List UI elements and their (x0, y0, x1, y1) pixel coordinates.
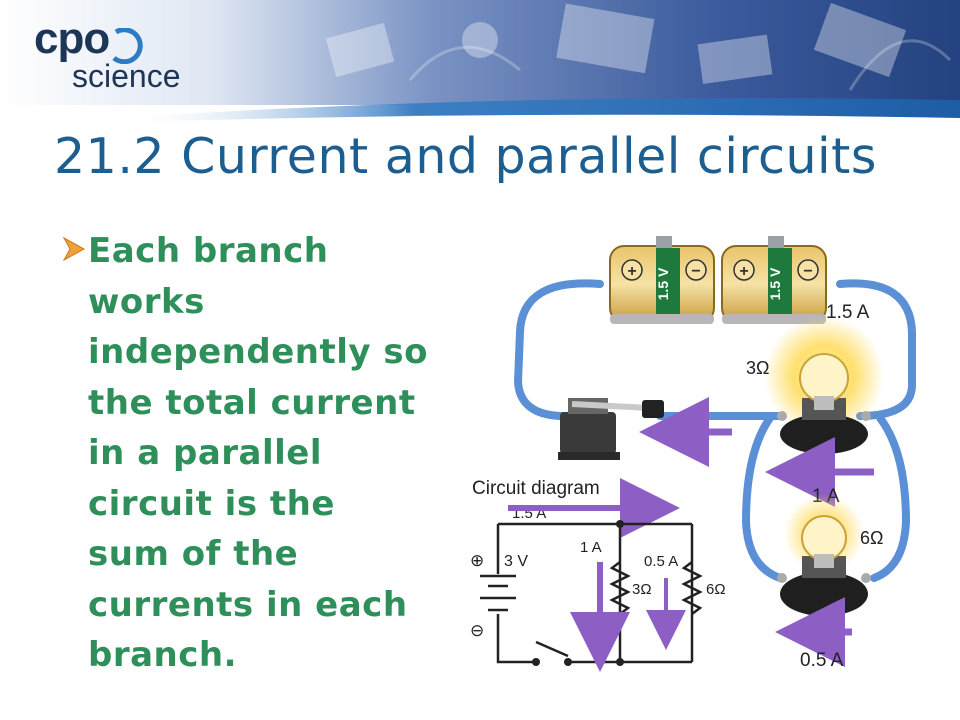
slide-title: 21.2 Current and parallel circuits (54, 128, 877, 185)
bulb-top-resistance: 3Ω (746, 358, 769, 378)
schematic-voltage: 3 V (504, 553, 528, 570)
bullet-text: Each branch works independently so the t… (88, 231, 428, 675)
logo-sub-text: science (72, 58, 181, 94)
circuit-illustration: 1.5 V + − 1.5 V + − 1.5 A (470, 236, 916, 672)
schematic-branch1-current: 1 A (580, 539, 602, 556)
battery-1-minus: − (691, 263, 700, 280)
schematic-plus-icon: ⊕ (470, 551, 484, 570)
schematic-resistor-6ohm (681, 561, 703, 615)
circuit-schematic: Circuit diagram 1.5 A ⊕ ⊖ 3 V (470, 478, 726, 672)
header-banner: cpo science (0, 0, 960, 125)
bulb-top (764, 316, 884, 454)
battery-2-plus: + (739, 263, 748, 280)
battery-1-plus: + (627, 263, 636, 280)
battery-2-minus: − (803, 263, 812, 280)
banner-graphic (0, 0, 960, 125)
cpo-science-logo: cpo science (30, 14, 230, 94)
circuit-figure: 1.5 V + − 1.5 V + − 1.5 A (460, 222, 940, 692)
bulb-bottom-resistance: 6Ω (860, 528, 883, 548)
logo-arc-icon (112, 28, 143, 64)
battery-1-voltage: 1.5 V (655, 267, 671, 300)
bullet-arrow-icon (62, 236, 86, 262)
schematic-resistor-3ohm (609, 561, 631, 615)
logo-brand-text: cpo (34, 14, 110, 63)
battery-2: 1.5 V + − (721, 236, 827, 324)
schematic-branch1-resistance: 3Ω (632, 581, 652, 598)
schematic-heading: Circuit diagram (472, 478, 600, 499)
schematic-branch2-current: 0.5 A (644, 553, 678, 570)
schematic-minus-icon: ⊖ (470, 621, 484, 640)
battery-1: 1.5 V + − (609, 236, 715, 324)
schematic-branch2-resistance: 6Ω (706, 581, 726, 598)
branch-bottom-current: 0.5 A (800, 650, 844, 671)
bulb-bottom (777, 494, 871, 616)
knife-switch (558, 398, 664, 460)
battery-2-voltage: 1.5 V (767, 267, 783, 300)
